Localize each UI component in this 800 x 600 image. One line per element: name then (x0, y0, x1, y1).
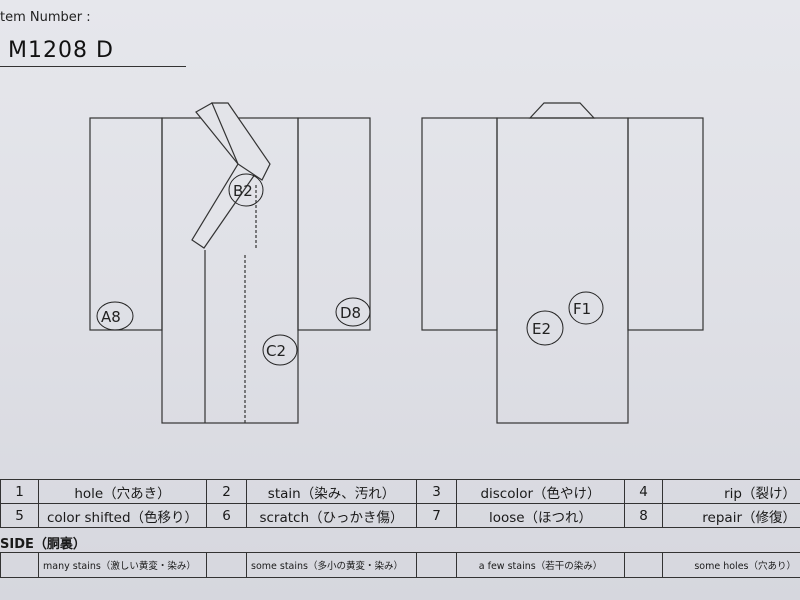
legend-num: 8 (624, 503, 663, 528)
stain-option-some: some stains（多小の黄変・染み） (246, 552, 417, 578)
stain-checkbox-cell (206, 552, 247, 578)
legend-label-color-shifted: color shifted（色移り） (38, 503, 207, 528)
marker-f1-label: F1 (573, 300, 591, 318)
stain-checkbox-cell (416, 552, 457, 578)
legend-row-2: 5 color shifted（色移り） 6 scratch（ひっかき傷） 7 … (0, 503, 800, 528)
legend-num: 3 (416, 479, 457, 504)
legend-num: 2 (206, 479, 247, 504)
marker-a8-circle (96, 301, 134, 331)
stain-checkbox-cell (0, 552, 39, 578)
marker-f1-circle (568, 291, 604, 325)
legend-num: 7 (416, 503, 457, 528)
back-right-sleeve (627, 117, 704, 331)
front-body (161, 117, 299, 424)
inside-section-label: SIDE（胴裏） (0, 537, 86, 552)
front-collar-right (211, 102, 271, 181)
marker-e2-circle (526, 310, 564, 346)
legend-num: 4 (624, 479, 663, 504)
legend-label-stain: stain（染み、汚れ） (246, 479, 417, 504)
back-collar (528, 102, 596, 119)
front-right-sleeve (297, 117, 371, 331)
legend-label-hole: hole（穴あき） (38, 479, 207, 504)
marker-d8-circle (335, 297, 371, 327)
back-left-sleeve (421, 117, 498, 331)
item-number-label: tem Number : (0, 10, 91, 25)
stain-option-many: many stains（激しい黄変・染み） (38, 552, 207, 578)
front-view (89, 102, 371, 424)
item-code: M1208 D (8, 38, 114, 63)
item-code-underline (0, 66, 186, 67)
marker-b2-label: B2 (233, 182, 253, 200)
stain-checkbox-cell (624, 552, 663, 578)
marker-d8-label: D8 (340, 304, 361, 322)
legend-label-rip: rip（裂け） (662, 479, 800, 504)
stain-option-holes: some holes（穴あり） (662, 552, 800, 578)
legend-num: 6 (206, 503, 247, 528)
stain-option-few: a few stains（若干の染み） (456, 552, 625, 578)
legend-num: 5 (0, 503, 39, 528)
inside-section-row (0, 532, 800, 553)
legend-label-discolor: discolor（色やけ） (456, 479, 625, 504)
kimono-diagram: B2 A8 D8 C2 E2 F1 (89, 102, 704, 424)
inside-stains-table: many stains（激しい黄変・染み） some stains（多小の黄変・… (0, 552, 800, 578)
back-view (421, 102, 704, 424)
inside-stains-row: many stains（激しい黄変・染み） some stains（多小の黄変・… (0, 552, 800, 578)
marker-b2-circle (228, 173, 264, 207)
legend-label-loose: loose（ほつれ） (456, 503, 625, 528)
marker-c2-label: C2 (266, 342, 286, 360)
legend-num: 1 (0, 479, 39, 504)
marker-a8-label: A8 (101, 308, 121, 326)
legend-label-repair: repair（修復） (662, 503, 800, 528)
back-body (496, 117, 629, 424)
damage-legend-table: 1 hole（穴あき） 2 stain（染み、汚れ） 3 discolor（色や… (0, 479, 800, 528)
marker-c2-circle (262, 334, 298, 366)
front-left-sleeve (89, 117, 163, 331)
marker-e2-label: E2 (532, 320, 551, 338)
legend-row-1: 1 hole（穴あき） 2 stain（染み、汚れ） 3 discolor（色や… (0, 479, 800, 504)
legend-label-scratch: scratch（ひっかき傷） (246, 503, 417, 528)
